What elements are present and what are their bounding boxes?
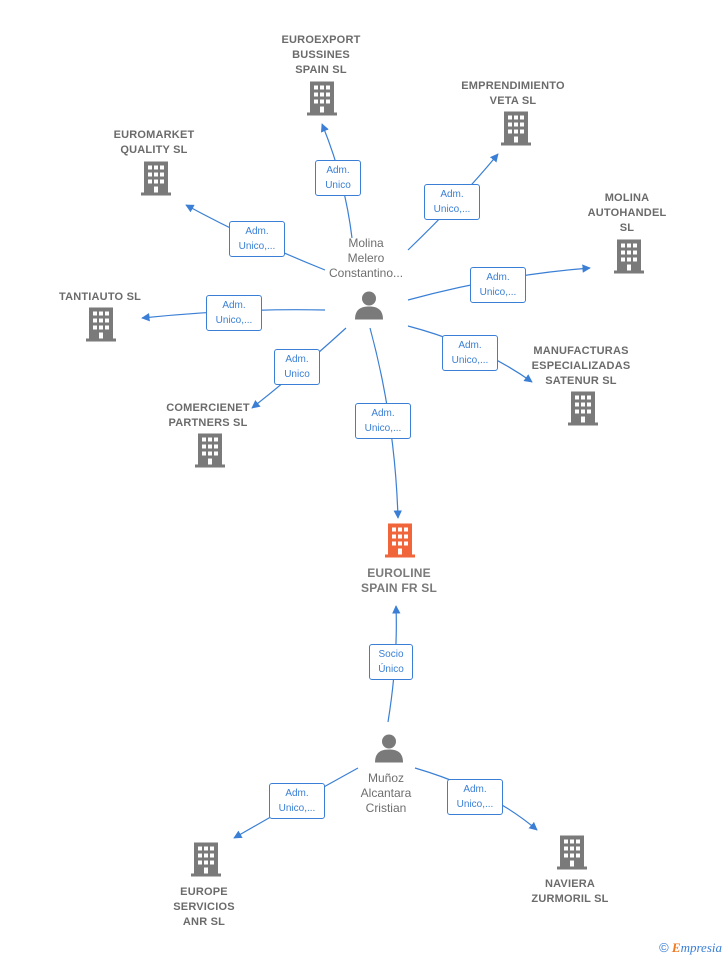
edge-label-naviera[interactable]: Adm. Unico,...: [447, 779, 503, 815]
brand-name: mpresia: [680, 940, 722, 955]
edge-label-tantiauto[interactable]: Adm. Unico,...: [206, 295, 262, 331]
edge-label-europe[interactable]: Adm. Unico,...: [269, 783, 325, 819]
building-icon[interactable]: [195, 433, 225, 473]
company-label-euroexport[interactable]: EUROEXPORT BUSSINES SPAIN SL: [281, 34, 361, 76]
company-label-tantiauto[interactable]: TANTIAUTO SL: [58, 291, 142, 303]
building-icon[interactable]: [141, 161, 171, 201]
company-label-emprendimiento[interactable]: EMPRENDIMIENTO VETA SL: [461, 80, 565, 107]
brand-initial: E: [671, 940, 681, 955]
edge-label-socio[interactable]: Socio Único: [369, 644, 413, 680]
edge-label-euromarket[interactable]: Adm. Unico,...: [229, 221, 285, 257]
person-icon[interactable]: [354, 290, 384, 325]
person-label-munoz[interactable]: Muñoz Alcantara Cristian: [360, 771, 412, 815]
person-label-molina[interactable]: Molina Melero Constantino...: [328, 236, 404, 280]
building-icon[interactable]: [86, 307, 116, 347]
company-label-naviera[interactable]: NAVIERA ZURMORIL SL: [531, 878, 609, 905]
edge-label-autohandel[interactable]: Adm. Unico,...: [470, 267, 526, 303]
company-label-europe-servicios[interactable]: EUROPE SERVICIOS ANR SL: [173, 886, 235, 928]
company-label-comercienet[interactable]: COMERCIENET PARTNERS SL: [166, 402, 250, 429]
edge-label-comercienet[interactable]: Adm. Unico: [274, 349, 320, 385]
building-icon[interactable]: [501, 111, 531, 151]
building-icon-main[interactable]: [385, 523, 415, 563]
company-label-euromarket[interactable]: EUROMARKET QUALITY SL: [113, 129, 195, 156]
company-label-euroline[interactable]: EUROLINE SPAIN FR SL: [361, 566, 437, 595]
edge-label-euroexport[interactable]: Adm. Unico: [315, 160, 361, 196]
building-icon[interactable]: [191, 842, 221, 882]
building-icon[interactable]: [557, 835, 587, 875]
edge-label-emprendimiento[interactable]: Adm. Unico,...: [424, 184, 480, 220]
brand-footer[interactable]: © Empresia: [659, 940, 722, 956]
company-label-molina-autohandel[interactable]: MOLINA AUTOHANDEL SL: [587, 192, 667, 234]
copyright-icon: ©: [659, 940, 669, 955]
building-icon[interactable]: [614, 239, 644, 279]
edge-label-euroline[interactable]: Adm. Unico,...: [355, 403, 411, 439]
building-icon[interactable]: [568, 391, 598, 431]
company-label-manufacturas[interactable]: MANUFACTURAS ESPECIALIZADAS SATENUR SL: [531, 345, 631, 387]
edge-label-manufacturas[interactable]: Adm. Unico,...: [442, 335, 498, 371]
building-icon[interactable]: [307, 81, 337, 121]
person-icon[interactable]: [374, 733, 404, 768]
